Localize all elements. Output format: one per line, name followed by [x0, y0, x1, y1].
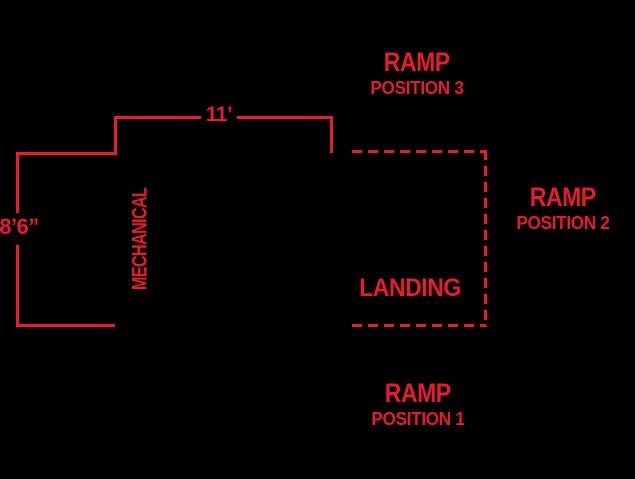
top-dimension-line-right-segment [237, 116, 333, 119]
width-dimension-label: 11’ [205, 103, 233, 126]
ramp-position-1-title: RAMP [385, 378, 451, 408]
ramp-position-3-title: RAMP [384, 47, 450, 77]
landing-label: LANDING [359, 274, 461, 302]
left-dimension-line-lower-segment [16, 245, 19, 327]
left-dimension-line-upper-segment [16, 152, 19, 213]
ramp-position-2-label: RAMP POSITION 2 [514, 182, 612, 233]
ramp-position-1-label: RAMP POSITION 1 [369, 378, 467, 429]
mechanical-label: MECHANICAL [128, 187, 152, 291]
mechanical-room-top-wall [17, 152, 117, 155]
landing-dashed-outline-bottom [352, 324, 486, 327]
step-vertical-line [114, 116, 117, 155]
ramp-position-1-subtitle: POSITION 1 [371, 409, 465, 429]
ramp-position-3-label: RAMP POSITION 3 [368, 47, 466, 98]
mechanical-room-bottom-wall [17, 324, 115, 327]
ramp-position-2-subtitle: POSITION 2 [516, 213, 610, 233]
ramp-position-3-subtitle: POSITION 3 [370, 78, 464, 98]
right-end-vertical-line [330, 116, 333, 153]
ramp-position-2-title: RAMP [530, 182, 596, 212]
top-dimension-line-left-segment [115, 116, 201, 119]
height-dimension-label: 8’6” [0, 214, 39, 239]
landing-dashed-outline-top [352, 150, 486, 153]
landing-dashed-outline-right [484, 150, 487, 327]
